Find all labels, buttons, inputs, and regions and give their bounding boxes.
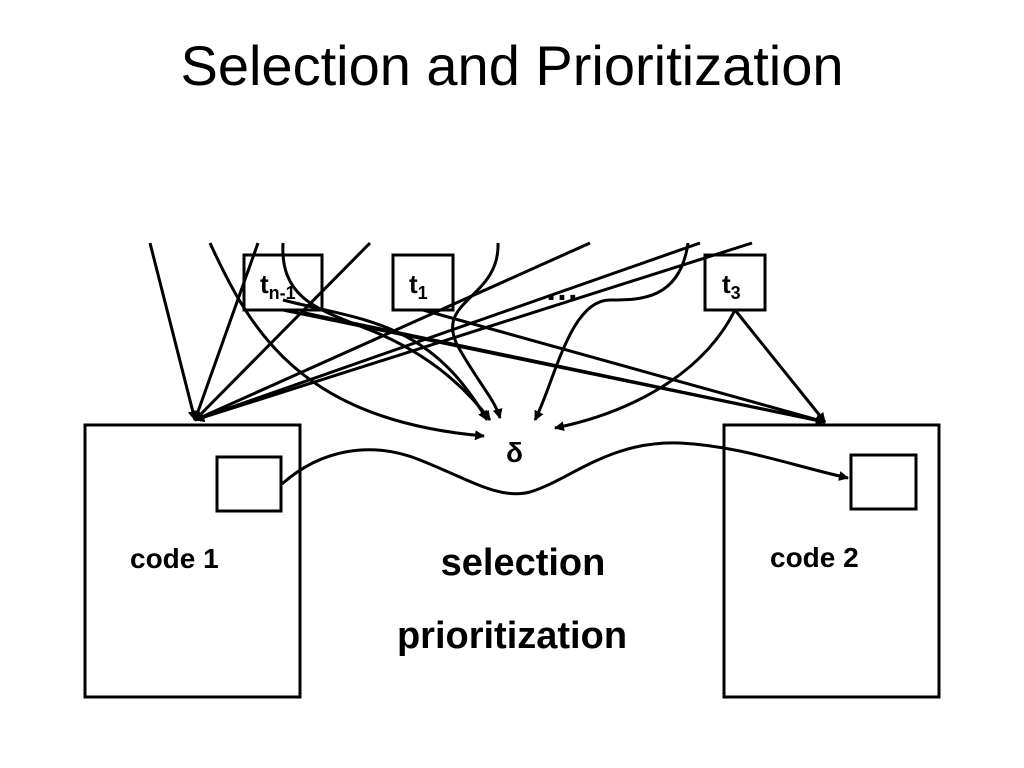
code2-label: code 2 (770, 542, 859, 573)
arrow-line (193, 242, 260, 421)
arrow-line (733, 309, 827, 423)
code2-box (722, 423, 941, 699)
caption-prioritization: prioritization (397, 615, 627, 657)
arrow-curve (554, 309, 737, 432)
arrow-curve (281, 242, 492, 421)
arrow-line (422, 308, 826, 425)
arrow-curve (208, 242, 485, 441)
code2-inner-box (849, 453, 918, 511)
test-label-t3: t3 (722, 269, 741, 303)
ellipsis-label: … (545, 270, 579, 308)
delta-label: δ (506, 437, 523, 468)
test-label-tn-1: tn-1 (260, 269, 296, 303)
caption-selection: selection (441, 542, 606, 584)
test-label-t1: t1 (409, 269, 428, 303)
delta-wave (281, 441, 849, 496)
code1-inner-box (215, 455, 283, 513)
arrow-line (194, 241, 701, 422)
arrow-curve (533, 242, 690, 421)
arrow-curve (451, 242, 503, 419)
arrow-line (148, 242, 198, 421)
code1-label: code 1 (130, 543, 219, 574)
arrow-line (193, 241, 372, 422)
code1-box (83, 423, 302, 699)
arrow-line (299, 310, 826, 426)
arrow-line (194, 241, 753, 423)
arrow-group (148, 241, 849, 496)
slide-title: Selection and Prioritization (180, 34, 844, 97)
